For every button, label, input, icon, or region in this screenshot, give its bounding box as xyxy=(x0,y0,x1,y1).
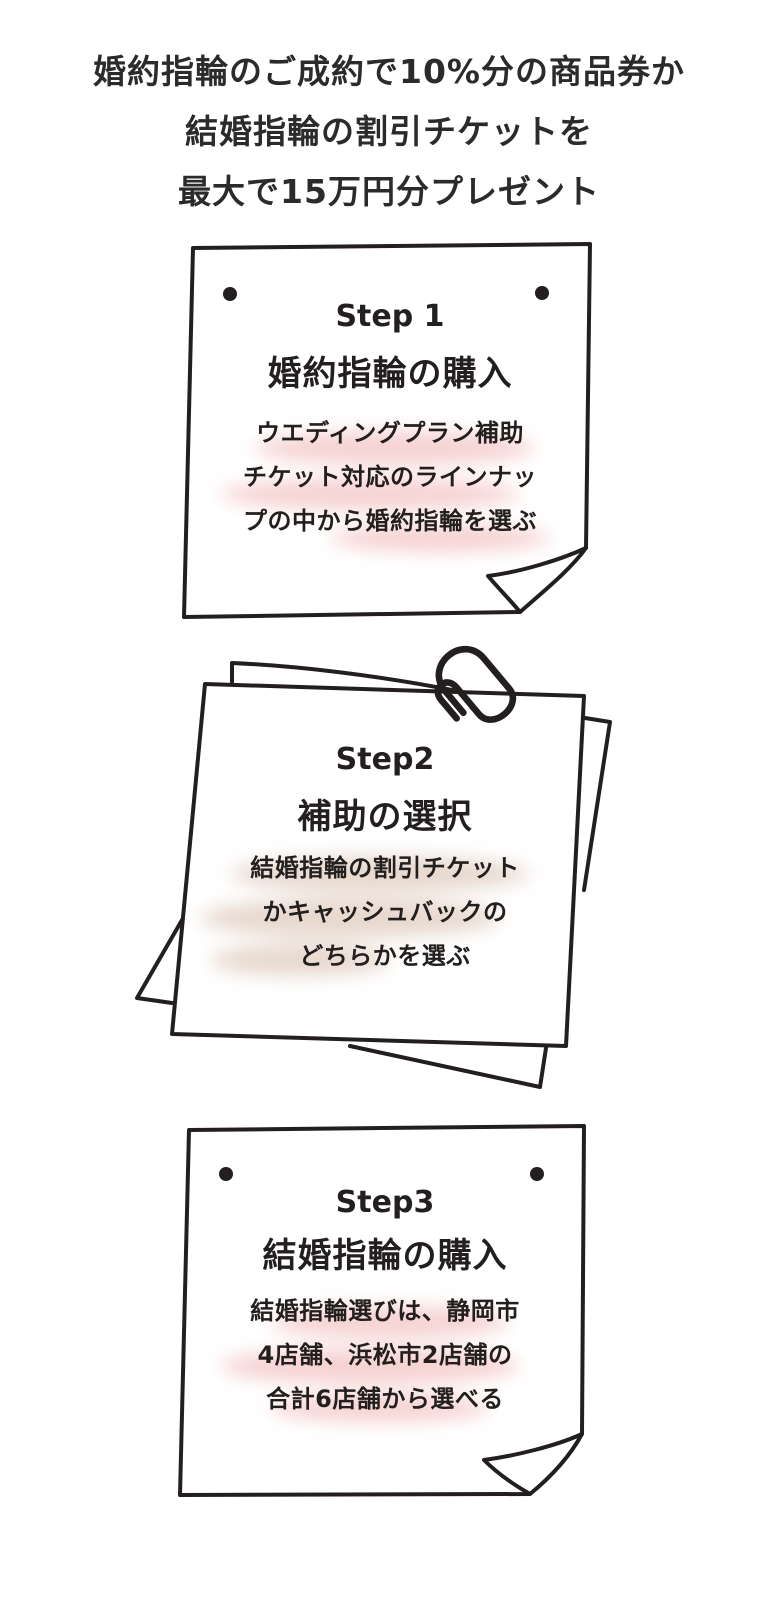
pin-dot-icon xyxy=(535,286,549,300)
note-step-2 xyxy=(135,645,612,1089)
note-2-back-sheet-right xyxy=(582,716,612,892)
step-3-title: 結婚指輪の購入 xyxy=(262,1236,508,1276)
step-1-title: 婚約指輪の購入 xyxy=(267,354,513,394)
paperclip-icon xyxy=(434,645,517,723)
step-3-content: Step3 結婚指輪の購入 結婚指輪選びは、静岡市 4店舗、浜松市2店舗の 合計… xyxy=(190,1183,580,1421)
step-2-body-line: かキャッシュバックの xyxy=(262,898,508,926)
note-2-highlight xyxy=(200,856,530,976)
step-1-body-line: チケット対応のラインナッ xyxy=(243,463,537,491)
headline: 婚約指輪のご成約で10%分の商品券か 結婚指輪の割引チケットを 最大で15万円分… xyxy=(0,42,778,222)
step-2-body-line: どちらかを選ぶ xyxy=(299,942,471,970)
step-1-body-line: プの中から婚約指輪を選ぶ xyxy=(243,507,537,535)
note-3-folded-corner xyxy=(482,1432,584,1496)
note-1-highlight xyxy=(220,431,550,552)
step-1-content: Step 1 婚約指輪の購入 ウエディングプラン補助 チケット対応のラインナッ … xyxy=(200,297,580,543)
step-3-label: Step3 xyxy=(335,1185,435,1220)
note-2-back-sheet-left xyxy=(135,918,184,1005)
step-3-body-line: 4店舗、浜松市2店舗の xyxy=(257,1341,513,1369)
pin-dot-icon xyxy=(530,1167,544,1181)
headline-line-3: 最大で15万円分プレゼント xyxy=(178,172,600,211)
step-3-body-line: 結婚指輪選びは、静岡市 xyxy=(250,1297,520,1325)
pin-dot-icon xyxy=(219,1167,233,1181)
note-2-back-sheet-bottom xyxy=(348,1044,548,1089)
pin-dot-icon xyxy=(223,287,237,301)
note-3-highlight xyxy=(220,1306,520,1422)
note-1-folded-corner xyxy=(486,546,588,614)
headline-line-2: 結婚指輪の割引チケットを xyxy=(185,112,593,151)
step-1-body-line: ウエディングプラン補助 xyxy=(256,419,524,447)
note-step-3 xyxy=(178,1124,586,1497)
step-2-body-line: 結婚指輪の割引チケット xyxy=(250,854,520,882)
step-2-content: Step2 補助の選択 結婚指輪の割引チケット かキャッシュバックの どちらかを… xyxy=(190,740,580,978)
step-3-body: 結婚指輪選びは、静岡市 4店舗、浜松市2店舗の 合計6店舗から選べる xyxy=(190,1289,580,1421)
step-2-label: Step2 xyxy=(335,742,435,777)
step-3-body-line: 合計6店舗から選べる xyxy=(266,1385,504,1413)
step-2-title: 補助の選択 xyxy=(297,797,473,837)
headline-line-1: 婚約指輪のご成約で10%分の商品券か xyxy=(93,52,685,91)
step-1-body: ウエディングプラン補助 チケット対応のラインナッ プの中から婚約指輪を選ぶ xyxy=(200,411,580,543)
note-step-1 xyxy=(182,242,592,619)
step-2-body: 結婚指輪の割引チケット かキャッシュバックの どちらかを選ぶ xyxy=(190,846,580,978)
step-1-label: Step 1 xyxy=(335,299,445,334)
